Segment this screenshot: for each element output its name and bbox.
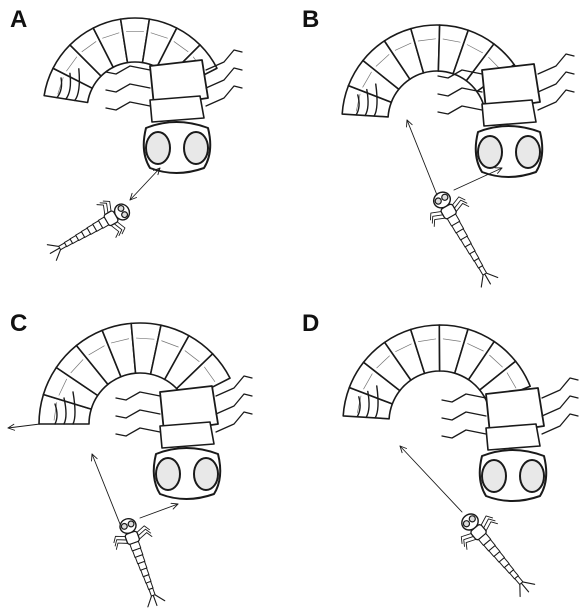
small-leg bbox=[428, 208, 442, 220]
leg bbox=[216, 412, 252, 432]
thorax-plate bbox=[486, 424, 540, 450]
large-larva bbox=[39, 323, 252, 499]
panel-c-drawing bbox=[0, 304, 292, 608]
small-larva bbox=[41, 192, 138, 270]
leg bbox=[538, 72, 574, 92]
small-segment bbox=[59, 243, 67, 250]
large-larva bbox=[44, 18, 242, 173]
arrow-line bbox=[92, 454, 120, 524]
small-larva-body bbox=[421, 183, 508, 293]
small-larva bbox=[108, 513, 175, 608]
eye bbox=[516, 136, 540, 168]
arrow-line bbox=[407, 120, 437, 195]
thorax-plate bbox=[160, 422, 214, 448]
eye bbox=[146, 132, 170, 164]
leg bbox=[442, 394, 486, 402]
small-larva-body bbox=[41, 192, 138, 270]
small-tail bbox=[477, 269, 499, 288]
small-segment bbox=[479, 266, 487, 275]
leg bbox=[538, 90, 574, 110]
leg bbox=[116, 428, 160, 436]
eye bbox=[156, 458, 180, 490]
panel-a-drawing bbox=[0, 0, 292, 304]
leg bbox=[116, 392, 160, 400]
eye bbox=[194, 458, 218, 490]
small-tail bbox=[46, 240, 64, 261]
small-larva-body bbox=[450, 503, 544, 604]
panel-d-drawing bbox=[292, 304, 584, 608]
leg bbox=[538, 54, 574, 74]
small-segment bbox=[149, 588, 155, 596]
leg bbox=[106, 102, 150, 110]
eye bbox=[478, 136, 502, 168]
panel-a: A bbox=[0, 0, 292, 304]
arrow-line bbox=[140, 504, 178, 518]
small-leg bbox=[112, 533, 126, 542]
large-larva-body bbox=[39, 323, 252, 499]
arrows bbox=[130, 168, 160, 200]
leg bbox=[542, 414, 578, 434]
panel-d: D bbox=[292, 304, 584, 608]
panel-b-drawing bbox=[292, 0, 584, 304]
leg bbox=[216, 394, 252, 414]
panel-c: C bbox=[0, 304, 292, 608]
leg bbox=[542, 378, 578, 398]
small-tail bbox=[145, 592, 166, 608]
leg bbox=[442, 412, 486, 420]
arrows bbox=[8, 424, 178, 524]
leg bbox=[116, 410, 160, 418]
small-larva bbox=[421, 183, 508, 293]
panel-b: B bbox=[292, 0, 584, 304]
large-larva-body bbox=[44, 18, 242, 173]
leg bbox=[442, 430, 486, 438]
large-larva bbox=[343, 325, 578, 501]
small-larva-body bbox=[108, 513, 175, 608]
eye bbox=[482, 460, 506, 492]
arrow-line bbox=[400, 446, 462, 512]
thorax-plate bbox=[150, 96, 204, 122]
leg bbox=[206, 86, 242, 106]
small-larva bbox=[450, 503, 544, 604]
arrow-line bbox=[454, 168, 502, 190]
leg bbox=[106, 84, 150, 92]
large-larva-body bbox=[342, 25, 574, 177]
arrows bbox=[400, 446, 462, 512]
thorax-plate bbox=[482, 100, 536, 126]
arrow-line bbox=[130, 168, 160, 200]
leg bbox=[542, 396, 578, 416]
eye bbox=[184, 132, 208, 164]
small-leg bbox=[103, 198, 114, 212]
eye bbox=[520, 460, 544, 492]
large-larva-body bbox=[343, 325, 578, 501]
leg bbox=[438, 106, 482, 114]
large-larva bbox=[342, 25, 574, 177]
